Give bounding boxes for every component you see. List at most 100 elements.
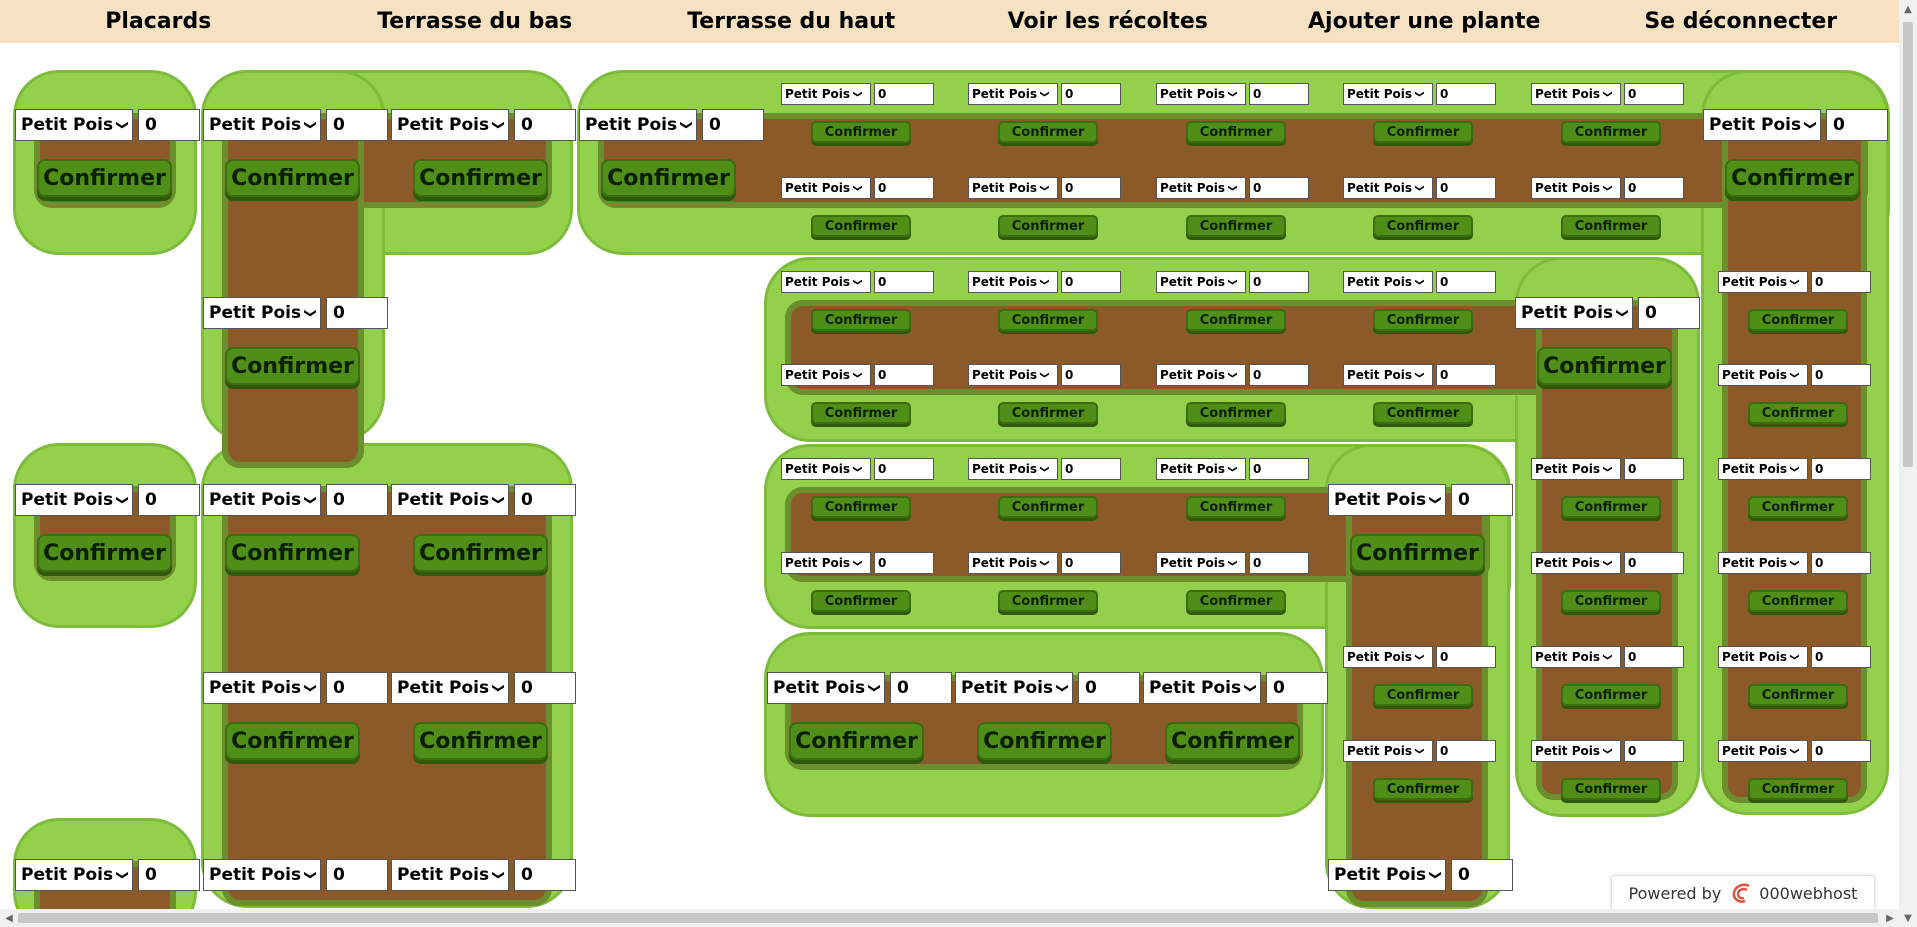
horizontal-scroll-thumb[interactable] <box>18 913 1878 923</box>
confirm-button[interactable]: Confirmer <box>1561 590 1661 612</box>
quantity-input[interactable] <box>874 177 934 199</box>
confirm-button[interactable]: Confirmer <box>1373 121 1473 143</box>
confirm-button[interactable]: Confirmer <box>998 121 1098 143</box>
plant-select[interactable]: Petit Pois❯ <box>1718 740 1808 762</box>
confirm-button[interactable]: Confirmer <box>811 590 911 612</box>
plant-select[interactable]: Petit Pois❯ <box>1328 859 1446 891</box>
plant-select[interactable]: Petit Pois❯ <box>1156 83 1246 105</box>
plant-select[interactable]: Petit Pois❯ <box>1156 364 1246 386</box>
quantity-input[interactable] <box>1061 83 1121 105</box>
confirm-button[interactable]: Confirmer <box>811 215 911 237</box>
plant-select[interactable]: Petit Pois❯ <box>781 177 871 199</box>
plant-select[interactable]: Petit Pois❯ <box>1531 177 1621 199</box>
confirm-button[interactable]: Confirmer <box>413 722 548 760</box>
confirm-button[interactable]: Confirmer <box>1350 534 1485 572</box>
quantity-input[interactable] <box>1249 177 1309 199</box>
nav-placards[interactable]: Placards <box>105 9 212 34</box>
quantity-input[interactable] <box>874 458 934 480</box>
quantity-input[interactable] <box>326 672 388 704</box>
plant-select[interactable]: Petit Pois❯ <box>1156 177 1246 199</box>
plant-select[interactable]: Petit Pois❯ <box>1718 364 1808 386</box>
quantity-input[interactable] <box>1436 271 1496 293</box>
scroll-up-icon[interactable]: ▲ <box>1904 3 1912 15</box>
confirm-button[interactable]: Confirmer <box>1561 496 1661 518</box>
confirm-button[interactable]: Confirmer <box>1748 684 1848 706</box>
confirm-button[interactable]: Confirmer <box>1186 496 1286 518</box>
quantity-input[interactable] <box>1249 364 1309 386</box>
plant-select[interactable]: Petit Pois❯ <box>1343 177 1433 199</box>
quantity-input[interactable] <box>1249 83 1309 105</box>
quantity-input[interactable] <box>514 484 576 516</box>
plant-select[interactable]: Petit Pois❯ <box>968 458 1058 480</box>
confirm-button[interactable]: Confirmer <box>1561 778 1661 800</box>
plant-select[interactable]: Petit Pois❯ <box>203 484 321 516</box>
confirm-button[interactable]: Confirmer <box>811 121 911 143</box>
plant-select[interactable]: Petit Pois❯ <box>955 672 1073 704</box>
confirm-button[interactable]: Confirmer <box>1748 590 1848 612</box>
plant-select[interactable]: Petit Pois❯ <box>781 552 871 574</box>
confirm-button[interactable]: Confirmer <box>1748 496 1848 518</box>
vertical-scroll-thumb[interactable] <box>1903 22 1913 467</box>
quantity-input[interactable] <box>1624 83 1684 105</box>
confirm-button[interactable]: Confirmer <box>1165 722 1300 760</box>
quantity-input[interactable] <box>1061 552 1121 574</box>
plant-select[interactable]: Petit Pois❯ <box>781 83 871 105</box>
quantity-input[interactable] <box>1266 672 1328 704</box>
plant-select[interactable]: Petit Pois❯ <box>1718 552 1808 574</box>
confirm-button[interactable]: Confirmer <box>998 590 1098 612</box>
nav-ajouter-une-plante[interactable]: Ajouter une plante <box>1308 9 1541 34</box>
confirm-button[interactable]: Confirmer <box>1561 215 1661 237</box>
confirm-button[interactable]: Confirmer <box>225 159 360 197</box>
quantity-input[interactable] <box>1811 271 1871 293</box>
confirm-button[interactable]: Confirmer <box>998 309 1098 331</box>
confirm-button[interactable]: Confirmer <box>1561 684 1661 706</box>
quantity-input[interactable] <box>1249 552 1309 574</box>
plant-select[interactable]: Petit Pois❯ <box>968 552 1058 574</box>
nav-voir-les-recoltes[interactable]: Voir les récoltes <box>1007 9 1208 34</box>
scroll-down-icon[interactable]: ▼ <box>1904 912 1912 924</box>
quantity-input[interactable] <box>890 672 952 704</box>
confirm-button[interactable]: Confirmer <box>977 722 1112 760</box>
plant-select[interactable]: Petit Pois❯ <box>1343 740 1433 762</box>
vertical-scrollbar[interactable]: ▲ ▼ <box>1899 0 1917 927</box>
plant-select[interactable]: Petit Pois❯ <box>968 364 1058 386</box>
confirm-button[interactable]: Confirmer <box>1748 309 1848 331</box>
confirm-button[interactable]: Confirmer <box>1186 121 1286 143</box>
confirm-button[interactable]: Confirmer <box>1186 590 1286 612</box>
plant-select[interactable]: Petit Pois❯ <box>1718 646 1808 668</box>
confirm-button[interactable]: Confirmer <box>37 534 172 572</box>
quantity-input[interactable] <box>874 364 934 386</box>
plant-select[interactable]: Petit Pois❯ <box>1343 646 1433 668</box>
quantity-input[interactable] <box>1624 552 1684 574</box>
plant-select[interactable]: Petit Pois❯ <box>15 484 133 516</box>
plant-select[interactable]: Petit Pois❯ <box>1343 271 1433 293</box>
quantity-input[interactable] <box>1078 672 1140 704</box>
plant-select[interactable]: Petit Pois❯ <box>579 109 697 141</box>
plant-select[interactable]: Petit Pois❯ <box>968 83 1058 105</box>
plant-select[interactable]: Petit Pois❯ <box>1531 646 1621 668</box>
nav-terrasse-du-haut[interactable]: Terrasse du haut <box>687 9 896 34</box>
quantity-input[interactable] <box>702 109 764 141</box>
quantity-input[interactable] <box>1436 646 1496 668</box>
plant-select[interactable]: Petit Pois❯ <box>391 484 509 516</box>
confirm-button[interactable]: Confirmer <box>1748 778 1848 800</box>
quantity-input[interactable] <box>1826 109 1888 141</box>
quantity-input[interactable] <box>1249 458 1309 480</box>
plant-select[interactable]: Petit Pois❯ <box>781 271 871 293</box>
quantity-input[interactable] <box>1811 552 1871 574</box>
quantity-input[interactable] <box>874 552 934 574</box>
quantity-input[interactable] <box>326 109 388 141</box>
quantity-input[interactable] <box>1624 646 1684 668</box>
quantity-input[interactable] <box>1436 177 1496 199</box>
plant-select[interactable]: Petit Pois❯ <box>203 859 321 891</box>
quantity-input[interactable] <box>1061 458 1121 480</box>
plant-select[interactable]: Petit Pois❯ <box>1143 672 1261 704</box>
plant-select[interactable]: Petit Pois❯ <box>1328 484 1446 516</box>
plant-select[interactable]: Petit Pois❯ <box>1156 271 1246 293</box>
plant-select[interactable]: Petit Pois❯ <box>781 364 871 386</box>
scroll-right-icon[interactable]: ▶ <box>1886 912 1894 924</box>
powered-by-badge[interactable]: Powered by 000webhost <box>1611 875 1875 911</box>
nav-se-deconnecter[interactable]: Se déconnecter <box>1644 9 1838 34</box>
quantity-input[interactable] <box>874 83 934 105</box>
plant-select[interactable]: Petit Pois❯ <box>1718 271 1808 293</box>
